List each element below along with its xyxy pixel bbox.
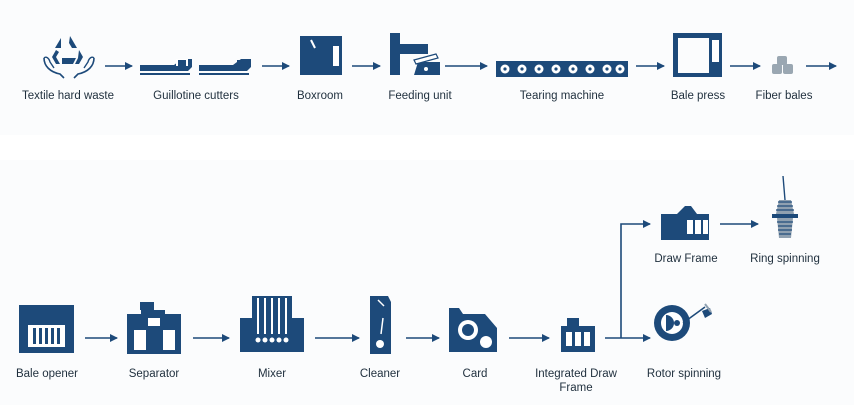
bale-opener-icon [19, 305, 74, 353]
label-separator: Separator [128, 368, 180, 380]
label-integrated-draw-frame: Integrated Draw Frame [535, 368, 617, 394]
row-2-band [0, 160, 854, 405]
separator-icon [127, 302, 181, 354]
card-icon [449, 308, 497, 352]
label-tearing-machine: Tearing machine [519, 90, 605, 102]
label-textile-hard-waste: Textile hard waste [21, 90, 115, 102]
label-card: Card [462, 368, 488, 380]
label-cleaner: Cleaner [359, 368, 401, 380]
integrated-draw-frame-icon [561, 318, 595, 352]
label-bale-opener: Bale opener [15, 368, 79, 380]
mixer-icon [240, 296, 304, 352]
tearing-machine-icon [496, 61, 628, 77]
label-mixer: Mixer [257, 368, 287, 380]
boxroom-icon [300, 36, 342, 75]
bale-press-icon [673, 33, 722, 77]
label-rotor-spinning: Rotor spinning [646, 368, 722, 380]
label-ring-spinning: Ring spinning [750, 253, 820, 265]
fiber-bales-icon [772, 56, 793, 74]
label-boxroom: Boxroom [296, 90, 344, 102]
rotor-spinning-icon [654, 303, 712, 341]
label-guillotine-cutters: Guillotine cutters [153, 90, 239, 102]
feeding-unit-icon [390, 33, 440, 75]
label-fiber-bales: Fiber bales [755, 90, 813, 102]
recycle-hands-icon [43, 36, 95, 79]
ring-spinning-icon [772, 175, 798, 238]
label-bale-press: Bale press [670, 90, 726, 102]
label-feeding-unit: Feeding unit [388, 90, 452, 102]
label-draw-frame: Draw Frame [654, 253, 718, 265]
guillotine-cutter-icon [140, 59, 251, 75]
draw-frame-icon [661, 206, 709, 240]
cleaner-icon [370, 296, 391, 354]
row-2-arrows [85, 220, 759, 342]
